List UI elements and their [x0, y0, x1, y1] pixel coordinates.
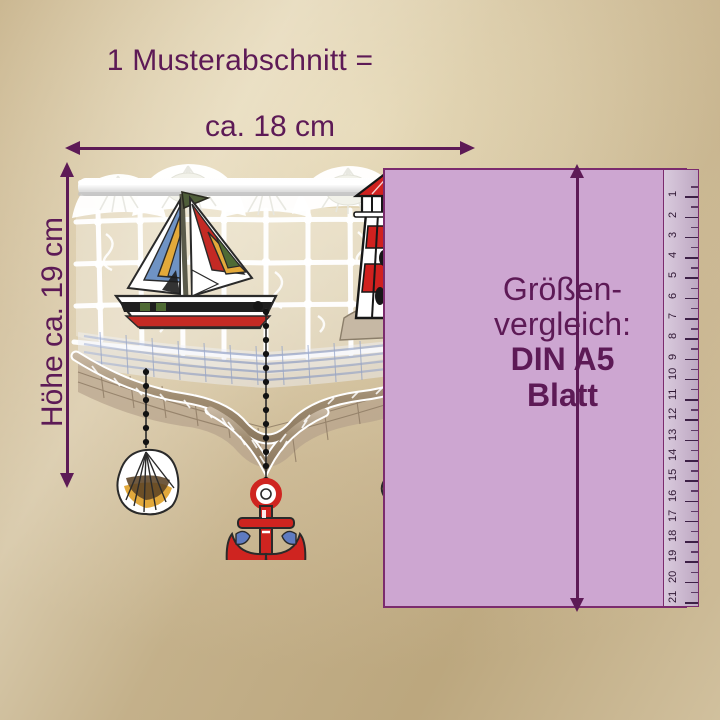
ruler-tick-minor	[691, 409, 698, 411]
height-measurement-label: Höhe ca. 19 cm	[36, 216, 69, 428]
ruler-tick-minor	[691, 389, 698, 391]
ruler-number: 7	[667, 312, 679, 319]
ruler-tick-minor	[691, 368, 698, 371]
ruler-number: 4	[667, 252, 679, 259]
ruler-number: 15	[667, 469, 679, 482]
arrow-head-up-icon	[60, 162, 74, 177]
width-measurement-arrow	[65, 141, 475, 155]
ruler-number: 3	[667, 231, 679, 238]
a5-height-arrow	[570, 164, 584, 612]
ruler-number: 5	[667, 272, 679, 279]
ruler-number: 14	[667, 448, 679, 461]
ruler-tick-minor	[691, 328, 698, 330]
a5-label-line4: Blatt	[526, 376, 599, 413]
ruler-number: 17	[667, 509, 679, 522]
arrow-head-left-icon	[65, 141, 80, 155]
ruler-number: 16	[667, 489, 679, 502]
ruler-tick-minor	[691, 449, 698, 452]
ruler-tick-major	[685, 439, 698, 442]
ruler-tick-major	[685, 581, 698, 584]
ruler-tick-major	[685, 378, 698, 381]
ruler-number: 6	[667, 292, 679, 299]
ruler-tick-major	[685, 541, 698, 543]
ruler-tick-minor	[691, 490, 698, 492]
ruler-number: 21	[667, 590, 679, 603]
ruler-tick-major	[685, 277, 698, 280]
ruler-number: 19	[667, 550, 679, 563]
ruler-number: 13	[667, 428, 679, 441]
ruler-tick-minor	[691, 226, 698, 229]
a5-comparison-label: Größen- vergleich: DIN A5 Blatt	[455, 271, 670, 413]
arrow-head-right-icon	[460, 141, 475, 155]
ruler-tick-minor	[691, 287, 698, 289]
ruler-number: 20	[667, 570, 679, 583]
ruler-tick-major	[685, 338, 698, 340]
arrow-head-up-icon	[570, 164, 584, 178]
ruler-number: 12	[667, 408, 679, 421]
ruler-tick-major	[685, 297, 698, 300]
ruler-tick-major	[685, 196, 698, 198]
ruler-number: 8	[667, 333, 679, 340]
ruler-tick-minor	[691, 206, 698, 208]
ruler-tick-minor	[691, 470, 698, 472]
arrow-head-down-icon	[60, 473, 74, 488]
ruler-tick-minor	[691, 247, 698, 249]
ruler-number: 9	[667, 353, 679, 360]
ruler-tick-major	[685, 561, 698, 564]
ruler-number: 2	[667, 211, 679, 218]
ruler-tick-major	[685, 318, 698, 320]
ruler-tick-minor	[691, 429, 698, 431]
arrow-head-down-icon	[570, 598, 584, 612]
page-title: 1 Musterabschnitt =	[106, 44, 374, 77]
ruler-tick-minor	[691, 510, 698, 513]
ruler-tick-major	[685, 399, 698, 401]
ruler-tick-major	[685, 236, 698, 239]
ruler-number: 18	[667, 529, 679, 543]
a5-label-line3: DIN A5	[510, 341, 615, 378]
ruler-tick-major	[685, 216, 698, 219]
ruler-number: 11	[667, 388, 679, 401]
ruler-tick-minor	[691, 531, 698, 533]
ruler-tick-minor	[691, 551, 698, 553]
ruler-tick-minor	[691, 307, 698, 310]
ruler-tick-major	[685, 257, 698, 259]
ruler-tick-major	[685, 480, 698, 482]
ruler-tick-major	[685, 460, 698, 462]
ruler-tick-minor	[691, 267, 698, 269]
ruler-tick-major	[685, 500, 698, 503]
ruler-tick-major	[685, 520, 698, 523]
a5-label-line2: vergleich:	[494, 306, 631, 343]
height-measurement-arrow	[60, 162, 74, 488]
width-measurement-label: ca. 18 cm	[204, 110, 336, 143]
a5-label-line1: Größen-	[502, 271, 623, 307]
ruler-tick-minor	[691, 591, 698, 594]
ruler-number: 10	[667, 367, 679, 380]
ruler-tick-minor	[691, 348, 698, 350]
ruler-tick-major	[685, 602, 698, 604]
ruler-tick-major	[685, 358, 698, 361]
ruler-tick-minor	[691, 571, 698, 573]
ruler-number: 1	[667, 191, 679, 198]
ruler-tick-minor	[691, 186, 698, 188]
ruler-tick-major	[685, 419, 698, 422]
